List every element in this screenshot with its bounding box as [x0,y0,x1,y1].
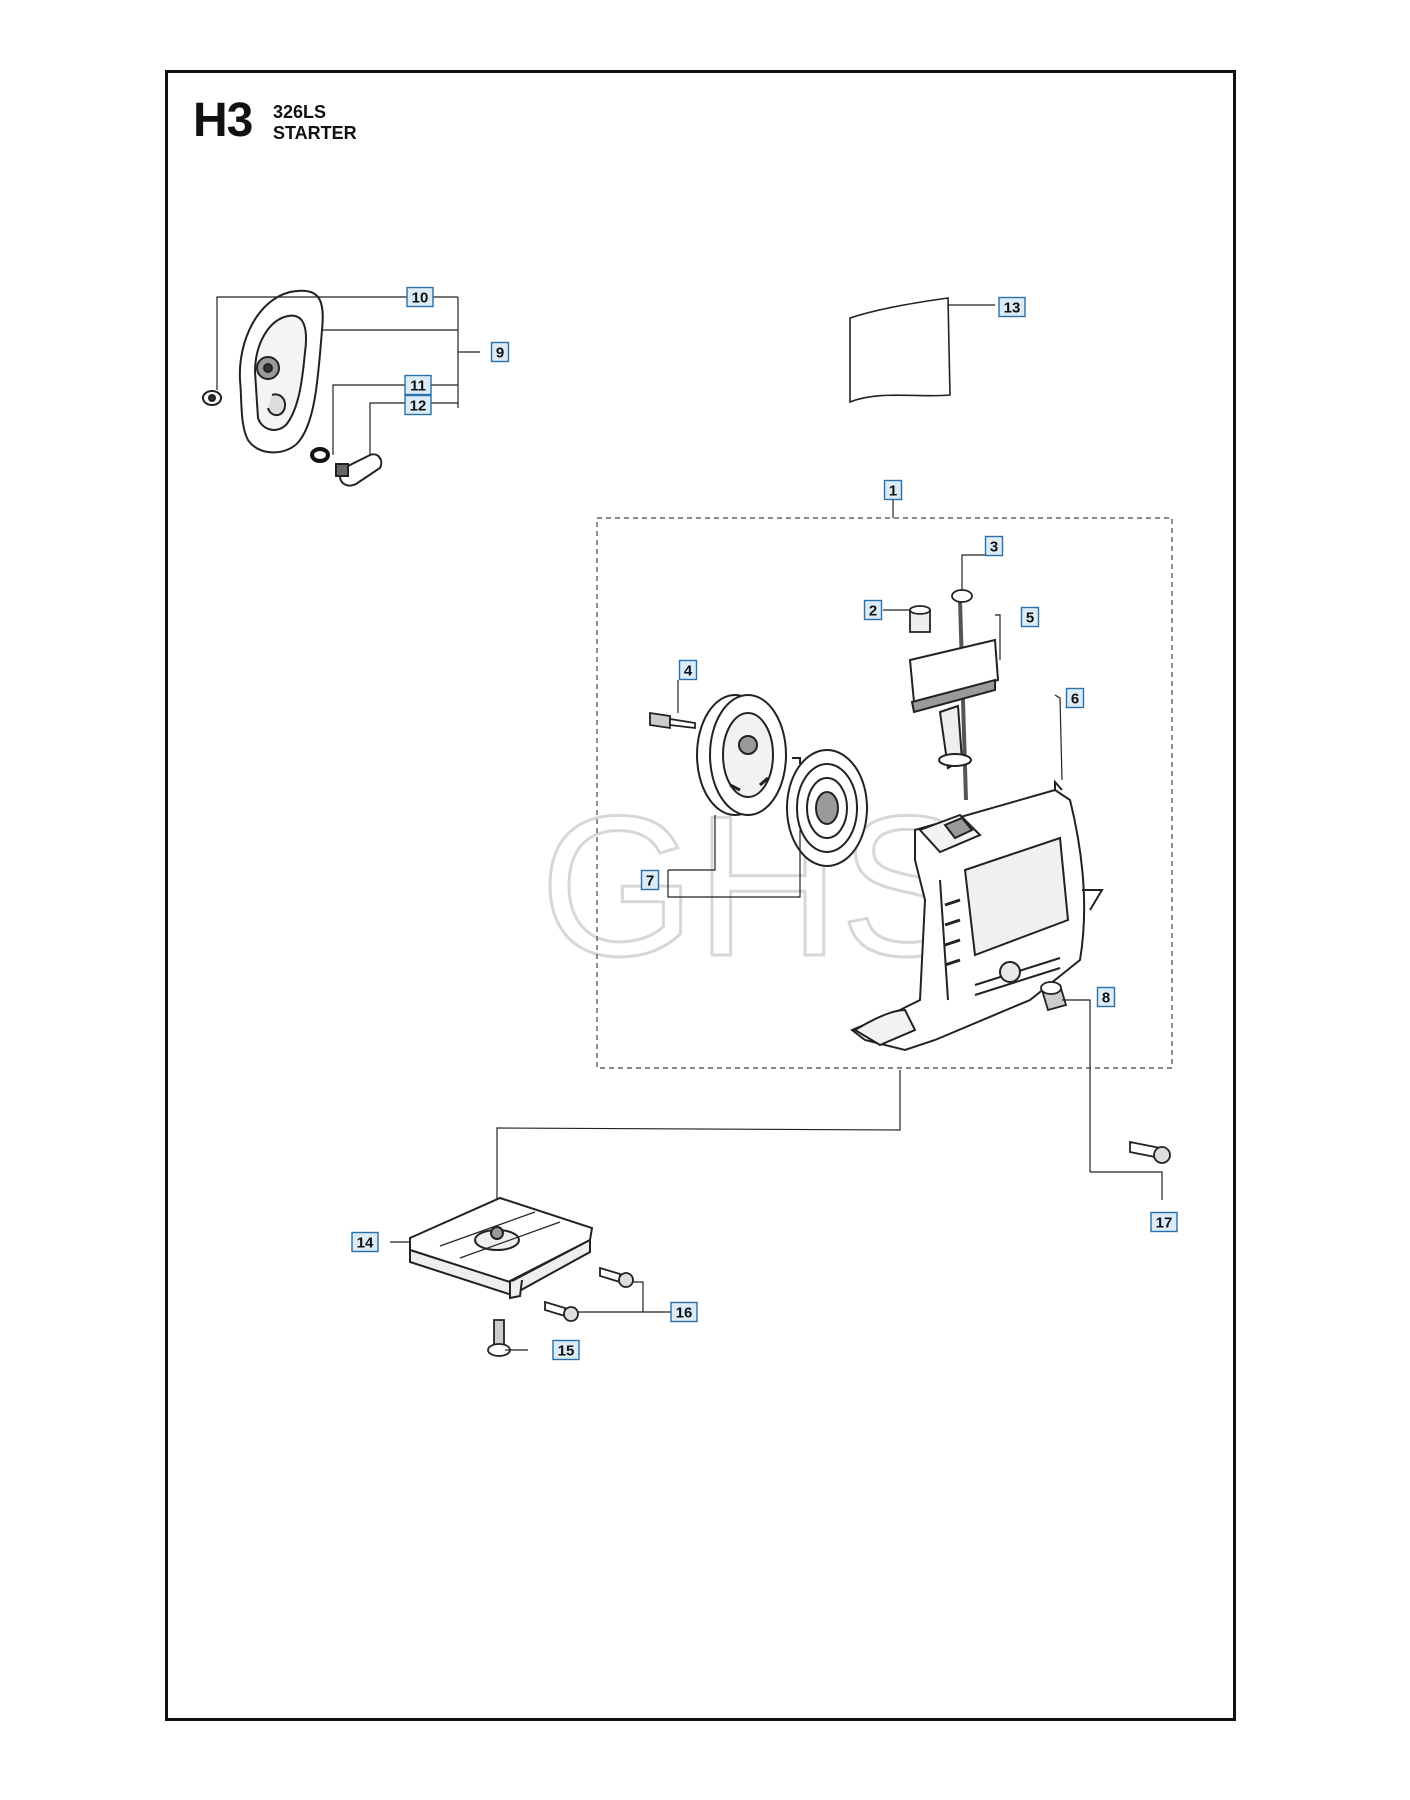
callout-17: 17 [1150,1211,1178,1233]
callout-14: 14 [351,1231,379,1253]
bushing-part-8 [1040,981,1068,1012]
housing-screw-10 [202,390,222,406]
callout-13: 13 [998,296,1026,318]
callout-1: 1 [883,479,903,501]
spring-11 [310,447,330,463]
callout-label: 3 [990,539,998,556]
leaders-9-12 [216,296,480,455]
callout-10: 10 [406,286,434,308]
section-name: STARTER [273,123,357,143]
callout-label: 13 [1004,300,1021,317]
screw-part-16 [544,1266,634,1322]
callout-label: 12 [410,398,427,415]
page-subtitle: 326LS STARTER [273,102,357,144]
callout-label: 2 [869,603,877,620]
diagram-frame [165,70,1236,1721]
callout-15: 15 [552,1339,580,1361]
callout-label: 11 [410,378,426,395]
callout-5: 5 [1020,606,1040,628]
callout-label: 6 [1071,691,1079,708]
rope-pulley-part-7 [696,694,787,816]
leaders-assembly [496,500,1163,1210]
callout-2: 2 [863,599,883,621]
callout-3: 3 [984,535,1004,557]
callout-label: 15 [558,1343,575,1360]
callout-label: 7 [646,873,654,890]
leaders-bottom [390,1241,672,1351]
callout-label: 5 [1026,610,1034,627]
recoil-spring-part [786,749,868,867]
callout-label: 1 [889,483,897,500]
callout-4: 4 [678,659,698,681]
starter-cover-part-6 [850,779,1104,1052]
callout-label: 10 [412,290,429,307]
callout-label: 16 [676,1305,693,1322]
callout-9: 9 [490,341,510,363]
decal-part [849,297,995,404]
callout-8: 8 [1096,986,1116,1008]
callout-label: 14 [357,1235,374,1252]
model-name: 326LS [273,102,327,122]
callout-label: 17 [1156,1215,1173,1232]
callout-label: 4 [684,663,693,680]
base-plate-part-14 [409,1196,594,1300]
screw-part-4 [649,711,696,730]
starter-handle-part-5 [908,638,1000,770]
callout-16: 16 [670,1301,698,1323]
page-code: H3 [193,94,253,147]
callout-label: 8 [1102,990,1110,1007]
bushing-part-2 [909,605,931,633]
starter-housing-part [238,289,324,454]
callout-11: 11 [404,374,432,396]
callout-7: 7 [640,869,660,891]
starter-assembly-boundary [596,517,1173,1069]
callout-6: 6 [1065,687,1085,709]
callout-12: 12 [404,394,432,416]
callout-label: 9 [496,345,504,362]
pawl-12 [335,453,383,487]
screw-part-17 [1129,1140,1171,1164]
